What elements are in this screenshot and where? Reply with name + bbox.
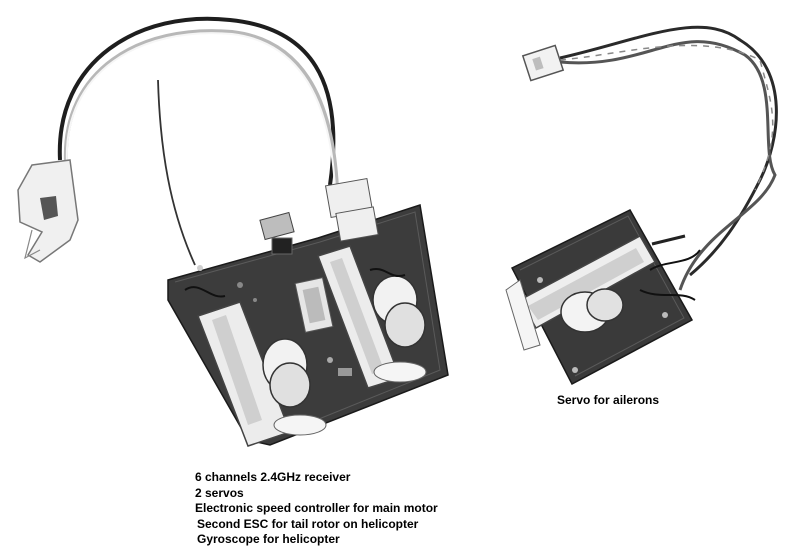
receiver-caption-line: Gyroscope for helicopter (197, 532, 340, 546)
receiver-caption-line: 6 channels 2.4GHz receiver (195, 470, 351, 484)
receiver-servo-right (317, 245, 427, 389)
receiver-caption-line: Electronic speed controller for main mot… (195, 501, 438, 515)
aileron-servo-unit (505, 25, 778, 386)
receiver-antenna (157, 79, 196, 266)
receiver-caption: 6 channels 2.4GHz receiver 2 servos Elec… (195, 470, 438, 548)
receiver-black-wire (57, 16, 336, 186)
servo-twisted-wire-a (559, 25, 778, 277)
receiver-servo-left (197, 301, 327, 447)
receiver-white-wire (63, 29, 339, 189)
receiver-caption-line: Second ESC for tail rotor on helicopter (197, 516, 419, 531)
receiver-caption-line: 2 servos (195, 485, 244, 500)
receiver-unit (17, 16, 449, 447)
servo-connector (521, 44, 565, 82)
servo-twisted-wire-b (559, 40, 777, 291)
servo-caption: Servo for ailerons (557, 393, 660, 407)
receiver-plug (17, 159, 79, 263)
